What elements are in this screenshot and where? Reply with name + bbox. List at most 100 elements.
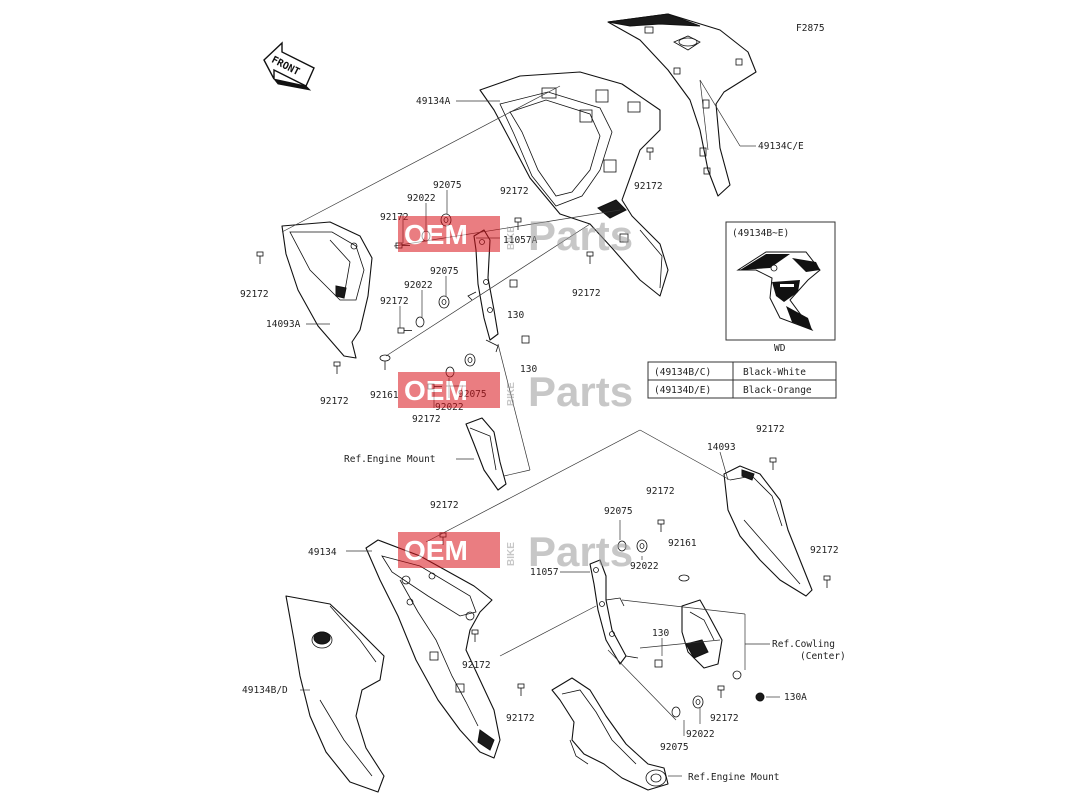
nut-icon xyxy=(654,659,663,668)
nut-icon xyxy=(509,279,518,288)
side-cover-inner-49134 xyxy=(365,539,501,759)
label-92161[interactable]: 92161 xyxy=(370,390,399,401)
label-92075[interactable]: 92075 xyxy=(433,180,462,191)
label-ref-engine-mount[interactable]: Ref.Engine Mount xyxy=(344,454,436,465)
side-cover-upper-49134A xyxy=(479,71,669,297)
label-92172[interactable]: 92172 xyxy=(506,713,535,724)
label-92022[interactable]: 92022 xyxy=(407,193,436,204)
washer-icon xyxy=(617,540,627,552)
label-14093A[interactable]: 14093A xyxy=(266,319,301,330)
label-11057A[interactable]: 11057A xyxy=(503,235,538,246)
label-ref-engine-mount[interactable]: Ref.Engine Mount xyxy=(688,772,780,783)
inset-caption: WD xyxy=(774,343,786,354)
inner-cover-14093A xyxy=(281,221,373,359)
rivet-icon xyxy=(678,574,690,582)
svg-text:OEM: OEM xyxy=(404,535,468,566)
washer-icon xyxy=(671,706,681,718)
label-92172[interactable]: 92172 xyxy=(320,396,349,407)
engine-mount-ref-upper xyxy=(465,417,507,491)
washer-icon xyxy=(415,316,425,328)
svg-text:OEM: OEM xyxy=(404,219,468,250)
screw-icon xyxy=(256,251,264,264)
screw-icon xyxy=(333,361,341,374)
label-92172[interactable]: 92172 xyxy=(240,289,269,300)
watermark-logo: OEM BIKE Parts xyxy=(398,212,633,259)
label-ref-cowling-sub[interactable]: (Center) xyxy=(800,651,846,662)
svg-text:BIKE: BIKE xyxy=(506,382,517,406)
screw-icon xyxy=(717,685,725,698)
screw-icon xyxy=(657,519,665,532)
label-130[interactable]: 130 xyxy=(652,628,669,639)
label-92022[interactable]: 92022 xyxy=(630,561,659,572)
label-130A[interactable]: 130A xyxy=(784,692,807,703)
bolt-icon xyxy=(397,327,412,334)
label-92161[interactable]: 92161 xyxy=(668,538,697,549)
decal-panel-icon xyxy=(736,251,821,332)
svg-text:Parts: Parts xyxy=(528,212,633,259)
screw-icon xyxy=(517,683,525,696)
label-14093[interactable]: 14093 xyxy=(707,442,736,453)
svg-text:Parts: Parts xyxy=(528,528,633,575)
cowling-center-ref xyxy=(681,599,723,669)
screw-icon xyxy=(823,575,831,588)
svg-text:OEM: OEM xyxy=(404,375,468,406)
label-49134CE[interactable]: 49134C/E xyxy=(758,141,804,152)
label-92172[interactable]: 92172 xyxy=(430,500,459,511)
label-92172[interactable]: 92172 xyxy=(756,424,785,435)
rivet-icon xyxy=(379,354,391,370)
label-92075[interactable]: 92075 xyxy=(660,742,689,753)
front-arrow-icon: FRONT xyxy=(263,41,315,91)
screw-icon xyxy=(769,457,777,470)
label-130[interactable]: 130 xyxy=(520,364,537,375)
label-11057[interactable]: 11057 xyxy=(530,567,559,578)
watermark: OEM BIKE Parts OEM BIKE Parts OEM BIKE P… xyxy=(398,212,633,575)
label-92172[interactable]: 92172 xyxy=(500,186,529,197)
svg-text:BIKE: BIKE xyxy=(506,226,517,250)
svg-text:Parts: Parts xyxy=(528,368,633,415)
label-ref-cowling[interactable]: Ref.Cowling xyxy=(772,639,835,650)
watermark-logo: OEM BIKE Parts xyxy=(398,368,633,415)
label-49134[interactable]: 49134 xyxy=(308,547,337,558)
color-table-color: Black-White xyxy=(743,367,806,378)
label-92172[interactable]: 92172 xyxy=(412,414,441,425)
screw-icon xyxy=(646,147,654,160)
nut-icon xyxy=(755,692,765,702)
label-92172[interactable]: 92172 xyxy=(462,660,491,671)
color-table-code: (49134D/E) xyxy=(654,385,711,396)
label-92172[interactable]: 92172 xyxy=(380,296,409,307)
inset-title: (49134B~E) xyxy=(732,228,789,239)
inner-cover-14093 xyxy=(723,465,813,597)
label-92172[interactable]: 92172 xyxy=(646,486,675,497)
rubber-grommet-icon xyxy=(636,539,648,553)
fasteners-lower xyxy=(439,457,831,718)
label-92172[interactable]: 92172 xyxy=(810,545,839,556)
nut-icon xyxy=(521,335,530,344)
rubber-grommet-icon xyxy=(692,695,704,709)
screw-icon xyxy=(586,251,594,264)
bracket-11057 xyxy=(589,559,639,665)
engine-mount-ref-lower xyxy=(551,677,669,791)
rubber-grommet-icon xyxy=(438,295,450,309)
label-130[interactable]: 130 xyxy=(507,310,524,321)
label-92022[interactable]: 92022 xyxy=(404,280,433,291)
label-92172[interactable]: 92172 xyxy=(380,212,409,223)
leader-lines-lower xyxy=(300,429,780,777)
label-92172[interactable]: 92172 xyxy=(572,288,601,299)
label-49134BD[interactable]: 49134B/D xyxy=(242,685,288,696)
label-92075[interactable]: 92075 xyxy=(604,506,633,517)
color-table: (49134B/C) Black-White (49134D/E) Black-… xyxy=(647,361,837,399)
label-92172[interactable]: 92172 xyxy=(634,181,663,192)
screw-icon xyxy=(471,629,479,642)
label-49134A[interactable]: 49134A xyxy=(416,96,451,107)
color-table-color: Black-Orange xyxy=(743,385,812,396)
watermark-logo: OEM BIKE Parts xyxy=(398,528,633,575)
label-92172[interactable]: 92172 xyxy=(710,713,739,724)
side-cover-outer-49134BD xyxy=(285,595,385,793)
label-92075[interactable]: 92075 xyxy=(430,266,459,277)
variant-inset: (49134B~E) WD xyxy=(725,221,836,354)
label-92022[interactable]: 92022 xyxy=(686,729,715,740)
figure-code: F2875 xyxy=(796,23,825,34)
side-cover-upper-right-49134CE xyxy=(607,13,757,197)
svg-text:BIKE: BIKE xyxy=(506,542,517,566)
